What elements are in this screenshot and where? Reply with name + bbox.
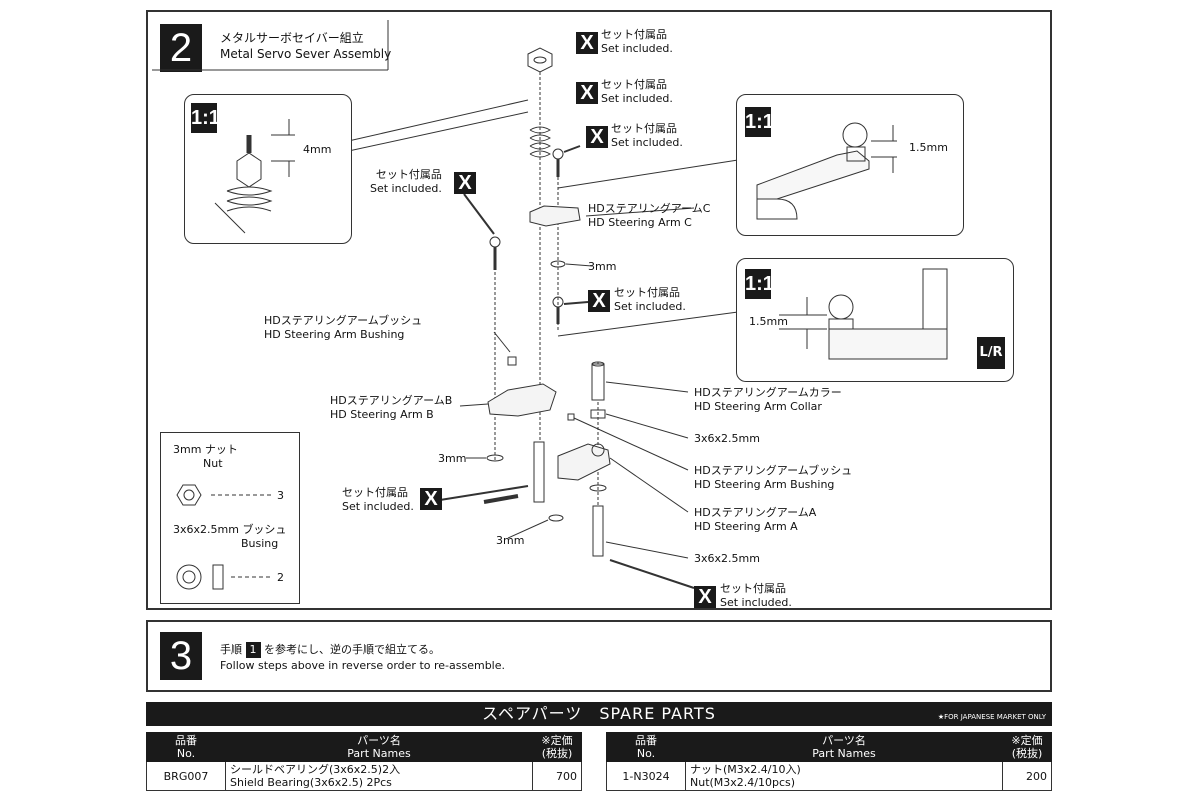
step-ref-badge: 1 (245, 642, 261, 658)
x-mark-icon: X (588, 290, 610, 312)
assembly-drawing (152, 20, 739, 589)
inset-arm-lr-detail: 1:1 1.5mm L/R (736, 258, 1014, 382)
x-mark-icon: X (420, 488, 442, 510)
legend-nut-en: Nut (203, 457, 223, 470)
col-price: ※定価(税抜) (1002, 732, 1052, 762)
step2-panel: 2 メタルサーボセイバー組立 Metal Servo Sever Assembl… (146, 10, 1052, 610)
step2-number: 2 (160, 24, 202, 72)
label-bushing-bottom: 3x6x2.5mm (694, 552, 760, 565)
label-bushing-top: 3x6x2.5mm (694, 432, 760, 445)
legend-nut-jp: 3mm ナット (173, 443, 238, 456)
step2-title-jp: メタルサーボセイバー組立 (220, 31, 364, 45)
x-mark-icon: X (576, 82, 598, 104)
x-mark-icon: X (586, 126, 608, 148)
arm-lr-detail-drawing (779, 268, 948, 360)
legend-bush-en: Busing (241, 537, 279, 550)
spare-parts-title: スペアパーツ SPARE PARTS (482, 704, 716, 723)
label-nut-3mm-c: 3mm (496, 534, 525, 547)
step3-panel: 3 手順 1 を参考にし、逆の手順で組立てる。 Follow steps abo… (146, 620, 1052, 692)
inset-arm-c-detail: 1:1 1.5mm (736, 94, 964, 236)
step3-text: 手順 1 を参考にし、逆の手順で組立てる。 Follow steps above… (220, 642, 505, 674)
nut-detail-drawing (214, 119, 295, 234)
nut-dim-label: 4mm (303, 143, 332, 156)
step2-title-en: Metal Servo Sever Assembly (220, 47, 392, 61)
parts-legend-box: 3mm ナット Nut 3 3x6x2.5mm ブッシュ Busing 2 (160, 432, 300, 604)
part-price: 700 (532, 761, 582, 791)
lr-mark-icon: L/R (977, 337, 1005, 369)
legend-nut-icon (176, 484, 271, 506)
x-mark-icon: X (454, 172, 476, 194)
arm-c-detail-drawing (756, 122, 897, 220)
legend-bush-jp: 3x6x2.5mm ブッシュ (173, 523, 287, 536)
label-nut-3mm-b: 3mm (438, 452, 467, 465)
arm-lr-dim-label: 1.5mm (749, 315, 788, 328)
arm-c-dim-label: 1.5mm (909, 141, 948, 154)
label-nut-3mm-a: 3mm (588, 260, 617, 273)
scale-1-1-icon: 1:1 (191, 103, 220, 133)
part-price: 200 (1002, 761, 1052, 791)
legend-nut-qty: 3 (277, 489, 284, 502)
step3-text-en: Follow steps above in reverse order to r… (220, 659, 505, 672)
legend-nut-title: 3mm ナット Nut (173, 443, 238, 471)
part-name: ナット(M3x2.4/10入)Nut(M3x2.4/10pcs) (685, 761, 1003, 791)
spare-parts-header: スペアパーツ SPARE PARTS ★FOR JAPANESE MARKET … (146, 702, 1052, 726)
col-price: ※定価(税抜) (532, 732, 582, 762)
inset-nut-detail: 1:1 4mm (184, 94, 352, 244)
scale-1-1-icon: 1:1 (745, 107, 774, 137)
legend-bush-qty: 2 (277, 571, 284, 584)
step3-text-jp: 手順 1 を参考にし、逆の手順で組立てる。 (220, 642, 440, 658)
legend-bush-title: 3x6x2.5mm ブッシュ Busing (173, 523, 286, 551)
x-mark-icon: X (576, 32, 598, 54)
scale-1-1-icon: 1:1 (745, 269, 774, 299)
step2-title: メタルサーボセイバー組立 Metal Servo Sever Assembly (220, 30, 391, 62)
x-mark-icon: X (694, 586, 716, 608)
table-row: 1-N3024 ナット(M3x2.4/10入)Nut(M3x2.4/10pcs)… (606, 761, 1052, 791)
step3-number: 3 (160, 632, 202, 680)
legend-bushing-icon (176, 564, 271, 590)
part-no: 1-N3024 (606, 761, 686, 791)
part-no: BRG007 (146, 761, 226, 791)
spare-parts-note: ★FOR JAPANESE MARKET ONLY (937, 713, 1046, 721)
